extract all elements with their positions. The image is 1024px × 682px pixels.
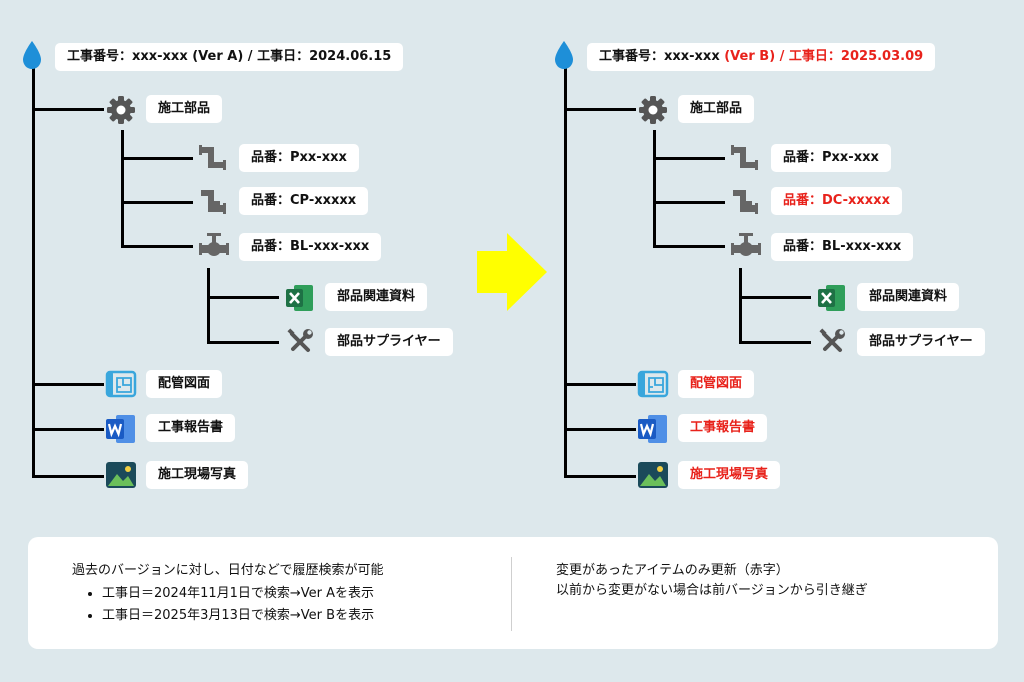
parts-branch xyxy=(653,157,725,160)
note-bullet: 工事日＝2024年11月1日で検索→Ver Aを表示 xyxy=(102,584,383,604)
item-label: 配管図面 xyxy=(146,370,223,398)
blueprint-icon xyxy=(105,370,137,398)
pipe-tee-icon xyxy=(201,190,226,214)
excel-icon xyxy=(818,285,845,311)
tree-branch xyxy=(564,108,636,111)
doc-label: 部品サプライヤー xyxy=(325,328,453,356)
part-label: 品番：BL-xxx-xxx xyxy=(239,233,382,261)
tree-branch xyxy=(32,383,104,386)
docs-branch xyxy=(207,341,279,344)
tree-branch xyxy=(32,475,104,478)
part-label: 品番：Pxx-xxx xyxy=(771,144,891,172)
gear-icon xyxy=(107,96,135,124)
tree-branch xyxy=(564,475,636,478)
root-label: 工事番号：xxx-xxx (Ver B) / 工事日：2025.03.09 xyxy=(587,43,936,71)
parts-branch xyxy=(121,245,193,248)
parts-group-label: 施工部品 xyxy=(146,95,223,123)
word-icon xyxy=(106,415,135,443)
doc-label: 部品関連資料 xyxy=(325,283,428,311)
tree-trunk xyxy=(564,66,567,478)
photo-icon xyxy=(638,462,668,488)
tree-branch xyxy=(32,428,104,431)
part-label: 品番：BL-xxx-xxx xyxy=(771,233,914,261)
parts-branch xyxy=(121,201,193,204)
docs-trunk xyxy=(739,268,742,343)
tree-branch xyxy=(564,383,636,386)
parts-trunk xyxy=(653,130,656,247)
note-title: 過去のバージョンに対し、日付などで履歴検索が可能 xyxy=(72,563,384,578)
valve-icon xyxy=(731,233,761,256)
update-rule-note: 変更があったアイテムのみ更新（赤字） 以前から変更がない場合は前バージョンから引… xyxy=(556,561,868,601)
tree-version-b: 工事番号：xxx-xxx (Ver B) / 工事日：2025.03.09 施工… xyxy=(532,0,1024,520)
excel-icon xyxy=(286,285,313,311)
docs-branch xyxy=(739,296,811,299)
item-label: 施工現場写真 xyxy=(146,461,249,489)
tools-icon xyxy=(287,328,313,352)
water-drop-icon xyxy=(23,41,41,69)
history-search-note: 過去のバージョンに対し、日付などで履歴検索が可能 工事日＝2024年11月1日で… xyxy=(72,561,383,628)
item-label: 工事報告書 xyxy=(146,414,236,442)
parts-branch xyxy=(121,157,193,160)
notes-divider xyxy=(511,557,512,631)
tree-version-a: 工事番号：xxx-xxx (Ver A) / 工事日：2024.06.15 施工… xyxy=(0,0,512,520)
note-bullets: 工事日＝2024年11月1日で検索→Ver Aを表示 工事日＝2025年3月13… xyxy=(72,584,383,626)
pipe-tee-icon xyxy=(733,190,758,214)
pipe-elbow-icon xyxy=(731,145,758,170)
item-label-changed: 施工現場写真 xyxy=(678,461,781,489)
pipe-elbow-icon xyxy=(199,145,226,170)
parts-branch xyxy=(653,245,725,248)
tools-icon xyxy=(819,328,845,352)
note-bullet: 工事日＝2025年3月13日で検索→Ver Bを表示 xyxy=(102,606,383,626)
root-label: 工事番号：xxx-xxx (Ver A) / 工事日：2024.06.15 xyxy=(55,43,404,71)
tree-branch xyxy=(32,108,104,111)
docs-branch xyxy=(739,341,811,344)
item-label-changed: 配管図面 xyxy=(678,370,755,398)
version-arrow xyxy=(477,233,547,311)
tree-branch xyxy=(564,428,636,431)
blueprint-icon xyxy=(637,370,669,398)
word-icon xyxy=(638,415,667,443)
parts-group-label: 施工部品 xyxy=(678,95,755,123)
valve-icon xyxy=(199,233,229,256)
docs-trunk xyxy=(207,268,210,343)
note-line: 変更があったアイテムのみ更新（赤字） xyxy=(556,563,789,578)
part-label-changed: 品番：DC-xxxxx xyxy=(771,187,902,215)
tree-trunk xyxy=(32,66,35,478)
water-drop-icon xyxy=(555,41,573,69)
part-label: 品番：Pxx-xxx xyxy=(239,144,359,172)
doc-label: 部品関連資料 xyxy=(857,283,960,311)
parts-trunk xyxy=(121,130,124,247)
doc-label: 部品サプライヤー xyxy=(857,328,985,356)
notes-panel: 過去のバージョンに対し、日付などで履歴検索が可能 工事日＝2024年11月1日で… xyxy=(28,537,998,649)
photo-icon xyxy=(106,462,136,488)
gear-icon xyxy=(639,96,667,124)
part-label: 品番：CP-xxxxx xyxy=(239,187,369,215)
parts-branch xyxy=(653,201,725,204)
item-label-changed: 工事報告書 xyxy=(678,414,768,442)
note-line: 以前から変更がない場合は前バージョンから引き継ぎ xyxy=(556,583,868,598)
docs-branch xyxy=(207,296,279,299)
